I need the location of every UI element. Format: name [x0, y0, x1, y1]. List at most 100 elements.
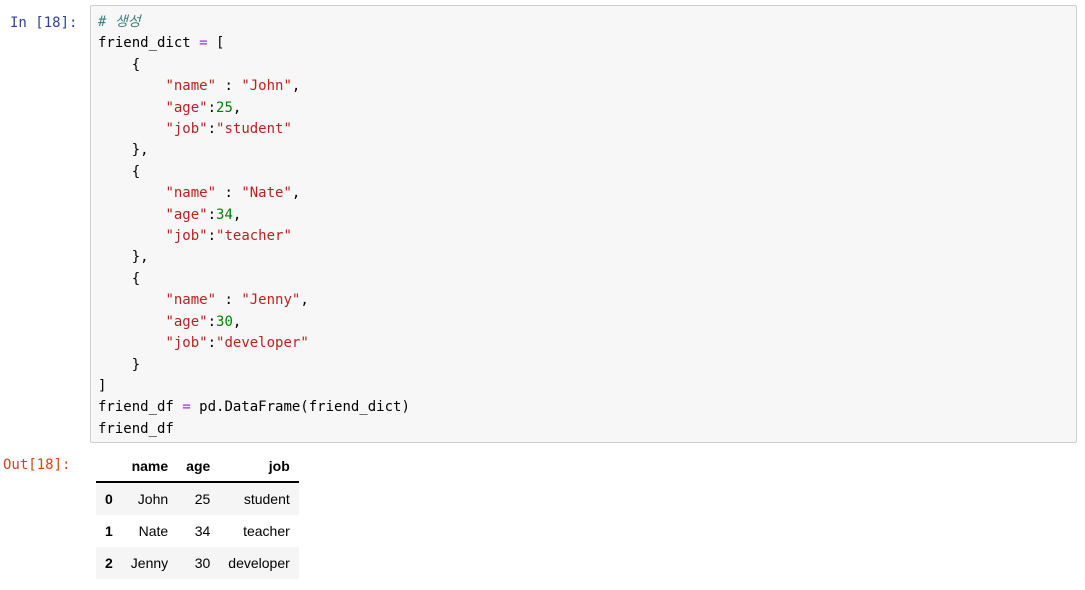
code-token: # 생성: [98, 14, 141, 30]
code-token: "name": [165, 78, 217, 95]
code-token: :: [207, 206, 217, 223]
table-cell: Nate: [138, 523, 169, 539]
code-token: ,: [232, 206, 242, 223]
code-token: {: [98, 56, 141, 73]
code-token: [98, 314, 165, 330]
code-token: friend_dict: [98, 35, 200, 52]
table-cell: Jenny: [130, 555, 169, 571]
code-line: "name" : "John",: [98, 76, 1076, 97]
code-token: "Nate": [241, 185, 292, 202]
code-line: ]: [98, 376, 1076, 397]
code-line: {: [98, 55, 1076, 76]
code-token: [98, 207, 165, 223]
code-token: 30: [216, 313, 233, 330]
code-token: ,: [291, 185, 301, 202]
output-prompt: Out[18]:: [3, 457, 71, 473]
code-token: "teacher": [216, 228, 292, 245]
dataframe-body: 0 John 25 student 1 Nate 34 teacher 2 Jenny 30 deve…: [96, 482, 299, 579]
code-token: ,: [232, 313, 242, 330]
column-header: age: [177, 452, 220, 483]
row-index: 2: [105, 555, 113, 571]
table-cell: 30: [194, 555, 211, 571]
column-header: name: [121, 452, 178, 483]
code-line: },: [98, 247, 1076, 268]
code-token: [: [207, 35, 225, 52]
code-token: ]: [98, 377, 107, 394]
code-token: "John": [241, 78, 292, 95]
code-token: "job": [165, 335, 208, 352]
row-index: 1: [105, 523, 113, 539]
code-token: {: [98, 163, 141, 180]
code-token: =: [199, 35, 208, 52]
code-token: ,: [300, 292, 309, 309]
code-token: "job": [165, 228, 208, 245]
code-line: # 생성: [98, 12, 1076, 33]
code-token: [98, 292, 165, 308]
corner-header: [96, 452, 122, 483]
column-header: job: [219, 452, 299, 483]
code-token: "name": [165, 292, 217, 309]
code-token: [98, 228, 165, 244]
code-line: {: [98, 162, 1076, 183]
table-row: 1 Nate 34 teacher: [96, 515, 299, 547]
table-cell: 25: [194, 491, 211, 507]
code-token: "Jenny": [241, 292, 301, 309]
code-token: [98, 121, 165, 137]
code-token: "age": [165, 313, 208, 330]
code-token: ,: [232, 99, 242, 116]
code-line: },: [98, 140, 1076, 161]
table-cell: John: [137, 491, 169, 507]
code-token: [98, 185, 165, 201]
code-token: pd.DataFrame(friend_dict): [190, 399, 410, 416]
code-token: =: [182, 399, 191, 416]
code-line: friend_dict = [: [98, 33, 1076, 54]
row-index: 0: [105, 491, 113, 507]
code-token: :: [216, 185, 242, 202]
table-row: 2 Jenny 30 developer: [96, 547, 299, 579]
code-line: "name" : "Jenny",: [98, 290, 1076, 311]
code-token: :: [207, 99, 217, 116]
code-token: "job": [165, 121, 208, 138]
code-token: },: [98, 249, 149, 266]
code-line: "job":"teacher": [98, 226, 1076, 247]
code-token: [98, 78, 165, 94]
code-line: "age":30,: [98, 312, 1076, 333]
code-line: "job":"student": [98, 119, 1076, 140]
code-token: 34: [216, 206, 233, 223]
code-line: friend_df = pd.DataFrame(friend_dict): [98, 397, 1076, 418]
code-token: friend_df: [98, 399, 183, 416]
table-cell: developer: [228, 555, 290, 571]
code-token: }: [98, 356, 141, 373]
code-token: {: [98, 270, 141, 287]
code-token: "age": [165, 206, 208, 223]
code-line: "age":34,: [98, 205, 1076, 226]
code-token: "developer": [216, 335, 309, 352]
code-token: :: [207, 228, 217, 245]
code-line: "age":25,: [98, 98, 1076, 119]
code-token: "name": [165, 185, 217, 202]
input-prompt: In [18]:: [10, 15, 78, 31]
code-block: # 생성 friend_dict = [ { "name" : "John", "…: [98, 12, 1076, 440]
table-cell: student: [243, 491, 290, 507]
code-token: },: [98, 142, 149, 159]
code-token: :: [216, 292, 242, 309]
table-cell: teacher: [243, 523, 290, 539]
code-token: [98, 335, 165, 351]
table-row: 0 John 25 student: [96, 482, 299, 515]
code-token: 25: [216, 99, 233, 116]
code-line: {: [98, 269, 1076, 290]
code-token: "student": [216, 121, 292, 138]
code-token: :: [207, 335, 217, 352]
code-line: "name" : "Nate",: [98, 183, 1076, 204]
code-token: ,: [291, 78, 301, 95]
code-token: :: [216, 78, 242, 95]
code-line: friend_df: [98, 419, 1076, 440]
table-cell: 34: [194, 523, 211, 539]
code-line: }: [98, 355, 1076, 376]
code-editor[interactable]: # 생성 friend_dict = [ { "name" : "John", "…: [90, 5, 1077, 443]
code-token: :: [207, 121, 217, 138]
